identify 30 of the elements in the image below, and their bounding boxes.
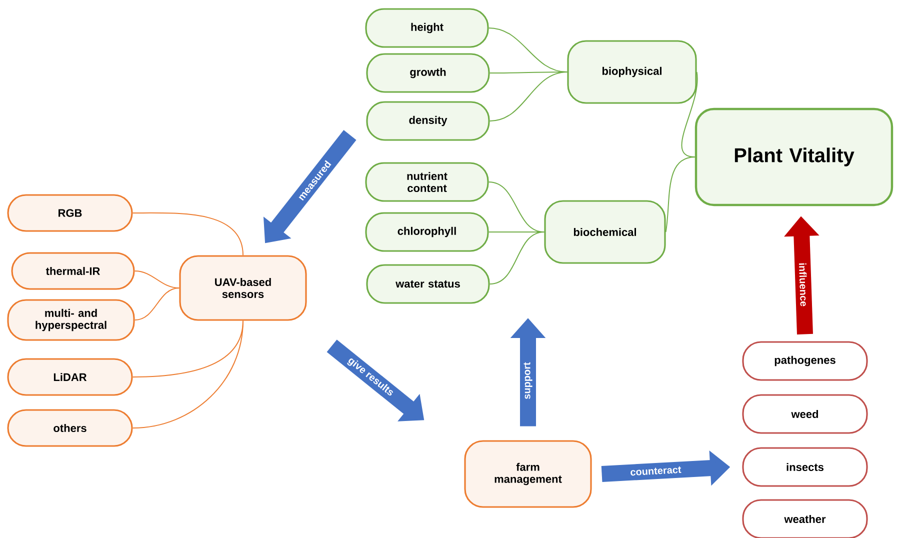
- concept-box: chlorophyll: [365, 212, 489, 252]
- concept-box: insects: [742, 447, 868, 487]
- concept-box: nutrient content: [365, 162, 489, 202]
- connector-line: [489, 232, 545, 284]
- connector-line: [489, 72, 568, 122]
- concept-box: multi- and hyperspectral: [7, 299, 135, 341]
- concept-box: weather: [742, 499, 868, 538]
- concept-box: LiDAR: [7, 358, 133, 396]
- concept-box: others: [7, 409, 133, 447]
- connector-line: [132, 320, 244, 428]
- connector-line: [134, 288, 180, 320]
- concept-box: growth: [366, 53, 490, 93]
- concept-box: density: [366, 101, 490, 141]
- concept-box: thermal-IR: [11, 252, 135, 290]
- concept-box: RGB: [7, 194, 133, 232]
- edge-label: support: [524, 362, 532, 400]
- concept-box: biochemical: [544, 200, 666, 264]
- connector-line: [132, 212, 244, 256]
- main-concept-box: Plant Vitality: [694, 108, 894, 206]
- concept-box: height: [365, 8, 489, 48]
- concept-box: weed: [742, 394, 868, 434]
- connector-line: [681, 72, 698, 158]
- edge-label: influence: [799, 263, 807, 306]
- concept-box: water status: [366, 264, 490, 304]
- concept-box: UAV-based sensors: [179, 255, 307, 321]
- edge-label: counteract: [630, 466, 682, 476]
- concept-box: biophysical: [567, 40, 697, 104]
- concept-box: farm management: [464, 440, 592, 508]
- connector-line: [665, 156, 696, 232]
- concept-box: pathogenes: [742, 341, 868, 381]
